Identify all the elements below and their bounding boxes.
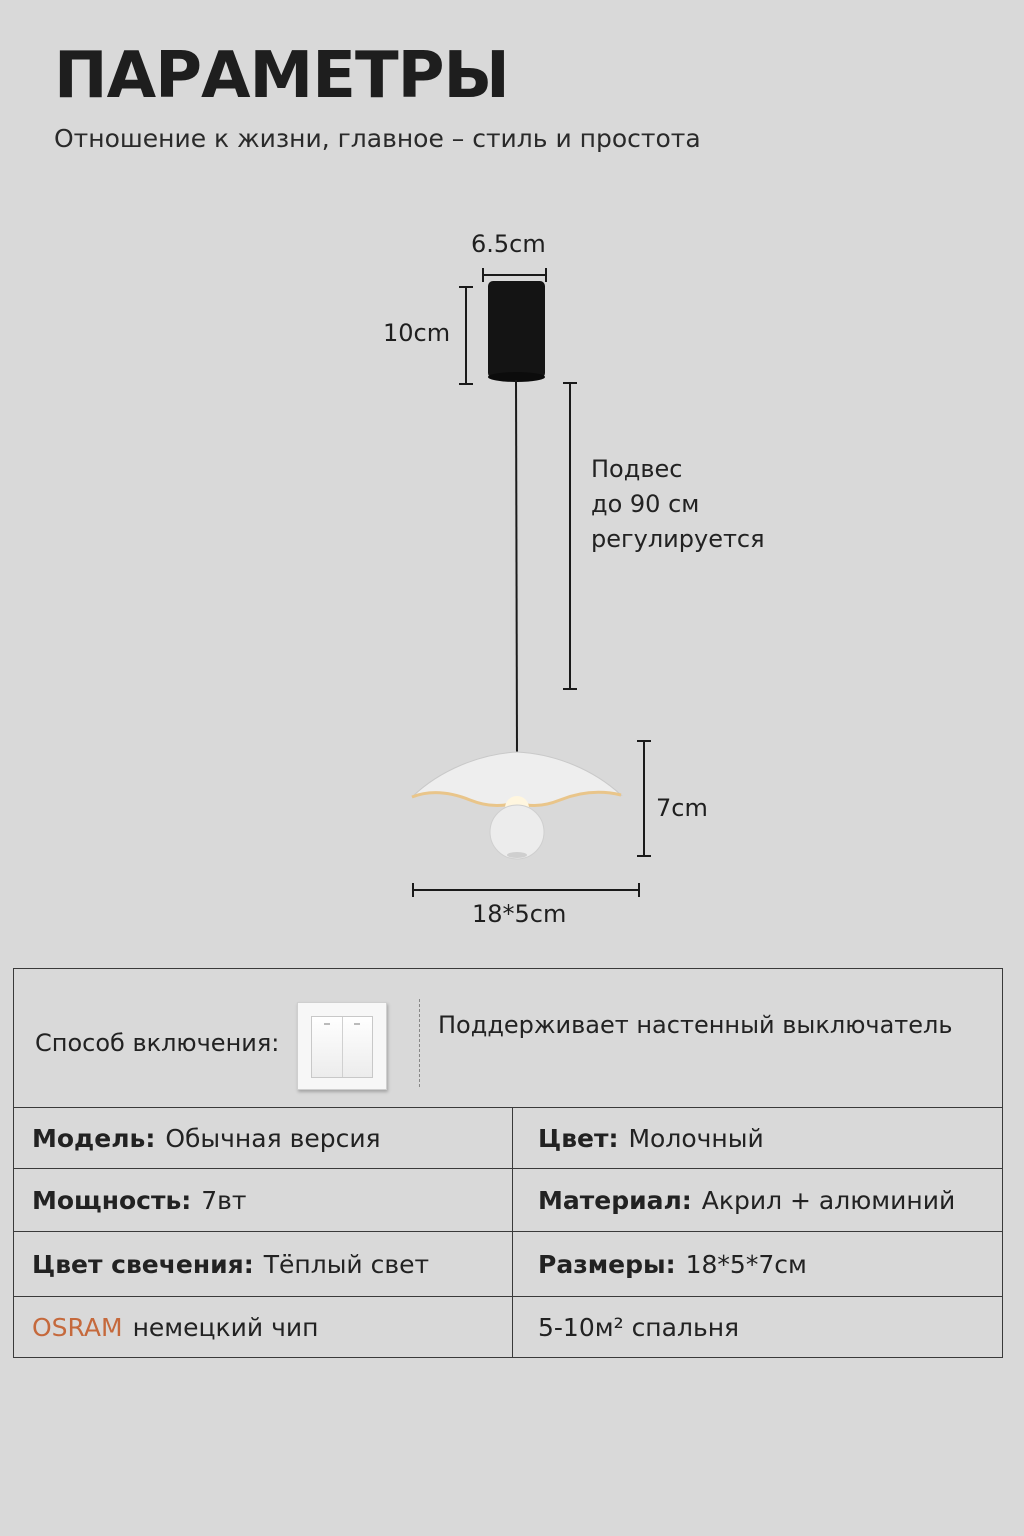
spec-row: Мощность: 7вт Материал: Акрил + алюминий — [14, 1169, 1002, 1232]
spec-grid: Модель: Обычная версия Цвет: Молочный Мо… — [14, 1108, 1002, 1357]
lamp-diagram — [411, 268, 651, 897]
spec-cell-chip: OSRAM немецкий чип — [14, 1297, 513, 1357]
switch-rocker-right — [342, 1017, 372, 1077]
lamp-bulb-lens — [507, 852, 527, 858]
spec-value: Молочный — [628, 1123, 764, 1153]
spec-cell-dimensions: Размеры: 18*5*7см — [513, 1232, 1002, 1296]
switch-description: Поддерживает настенный выключатель — [438, 1011, 953, 1039]
shade-size-label: 18*5cm — [472, 900, 567, 928]
switch-row: Способ включения: Поддерживает настенный… — [14, 969, 1002, 1108]
canopy-bottom — [488, 372, 545, 382]
suspension-note-line-1: Подвес — [591, 455, 683, 483]
suspension-note-line-3: регулируется — [591, 525, 765, 553]
spec-key: Размеры: — [538, 1249, 676, 1279]
shade-height-dimension-line — [637, 740, 651, 857]
suspension-cord — [515, 379, 518, 755]
spec-key: Цвет свечения: — [32, 1249, 254, 1279]
base-width-dimension-line — [482, 268, 547, 282]
spec-key: Мощность: — [32, 1185, 192, 1215]
spec-cell-light-color: Цвет свечения: Тёплый свет — [14, 1232, 513, 1296]
wall-switch-plate — [311, 1016, 373, 1078]
base-height-label: 10cm — [383, 319, 451, 347]
base-width-label: 6.5cm — [471, 230, 546, 258]
spec-cell-power: Мощность: 7вт — [14, 1169, 513, 1231]
spec-key: Материал: — [538, 1185, 692, 1215]
chip-text: немецкий чип — [132, 1312, 319, 1342]
spec-value: Обычная версия — [165, 1123, 381, 1153]
spec-cell-model: Модель: Обычная версия — [14, 1108, 513, 1168]
shade-width-dimension-line — [412, 883, 640, 897]
osram-brand: OSRAM — [32, 1312, 123, 1342]
spec-row: OSRAM немецкий чип 5-10м² спальня — [14, 1297, 1002, 1357]
base-height-dimension-line — [459, 286, 473, 385]
page-title: ПАРАМЕТРЫ — [54, 39, 510, 113]
spec-value: 7вт — [201, 1185, 247, 1215]
spec-cell-material: Материал: Акрил + алюминий — [513, 1169, 1002, 1231]
spec-value: 18*5*7см — [685, 1249, 807, 1279]
switch-label: Способ включения: — [35, 1029, 280, 1057]
room-size-text: 5-10м² спальня — [538, 1312, 740, 1342]
suspension-note: Подвес до 90 см регулируется — [591, 452, 765, 557]
lamp-bulb — [489, 804, 545, 860]
spec-key: Модель: — [32, 1123, 156, 1153]
spec-row: Цвет свечения: Тёплый свет Размеры: 18*5… — [14, 1232, 1002, 1297]
spec-cell-color: Цвет: Молочный — [513, 1108, 1002, 1168]
spec-row: Модель: Обычная версия Цвет: Молочный — [14, 1108, 1002, 1169]
spec-value: Тёплый свет — [263, 1249, 430, 1279]
suspension-dimension-line — [563, 382, 577, 690]
ceiling-canopy — [488, 281, 545, 378]
suspension-note-line-2: до 90 см — [591, 490, 700, 518]
spec-cell-room: 5-10м² спальня — [513, 1297, 1002, 1357]
dashed-divider — [419, 999, 420, 1087]
shade-height-label: 7cm — [656, 794, 708, 822]
spec-value: Акрил + алюминий — [701, 1185, 956, 1215]
page-subtitle: Отношение к жизни, главное – стиль и про… — [54, 124, 701, 153]
switch-rocker-left — [312, 1017, 343, 1077]
spec-table: Способ включения: Поддерживает настенный… — [13, 968, 1003, 1358]
wall-switch-icon — [297, 1002, 387, 1090]
spec-key: Цвет: — [538, 1123, 619, 1153]
